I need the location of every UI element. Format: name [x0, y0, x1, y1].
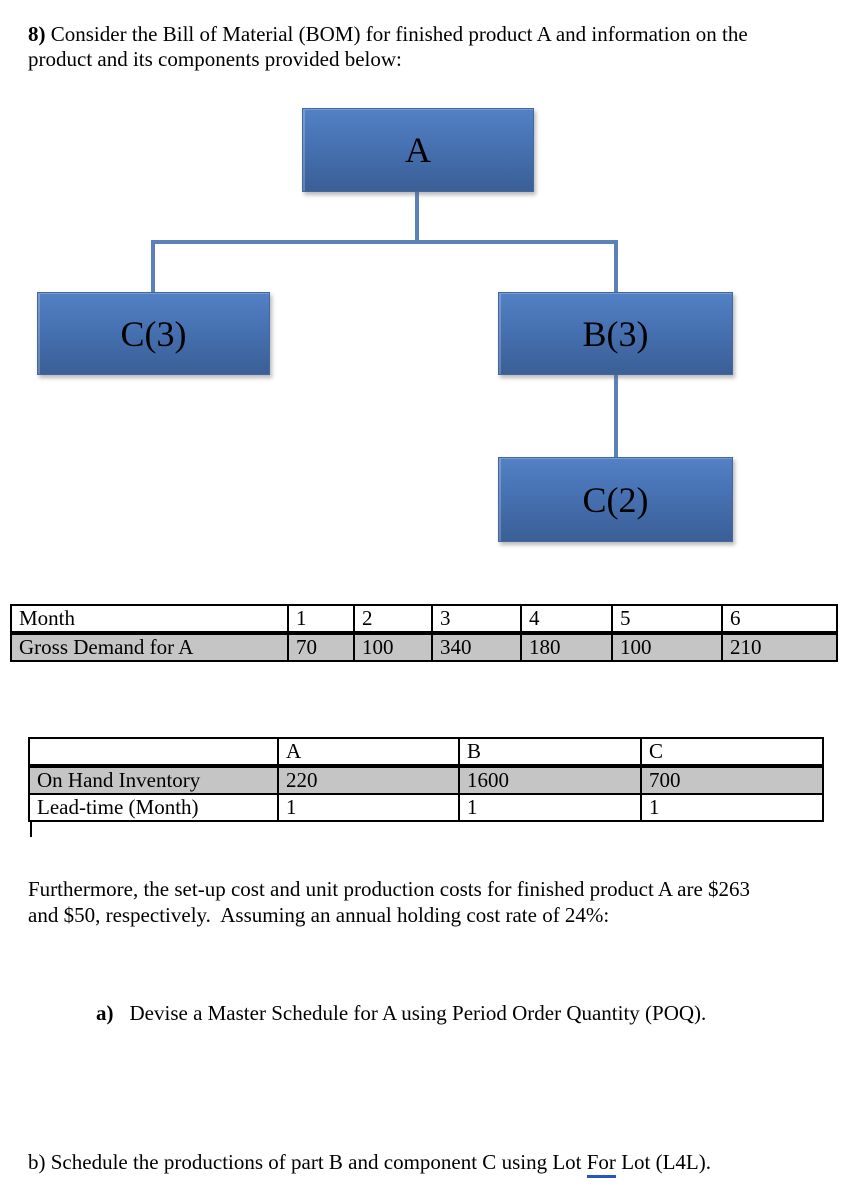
component-table: A B C On Hand Inventory 220 1600 700 Lea… [28, 737, 824, 822]
costs-paragraph-line2: and $50, respectively. Assuming an annua… [28, 903, 610, 927]
component-value-cell: 220 [277, 765, 460, 795]
question-b-grammar-underlined-word: For [586, 1150, 616, 1178]
demand-header-cell: 1 [287, 604, 355, 635]
demand-table-data-row: Gross Demand for A 70 100 340 180 100 21… [10, 632, 838, 662]
demand-header-cell: 3 [431, 604, 522, 635]
connector-b3-drop [614, 240, 618, 292]
component-row-label-cell: On Hand Inventory [28, 765, 279, 795]
component-value-cell: 1 [458, 793, 642, 822]
component-header-cell: B [458, 737, 642, 768]
demand-value-cell: 100 [611, 632, 723, 662]
demand-table-header-row: Month 1 2 3 4 5 6 [10, 604, 838, 635]
demand-value-cell: 210 [721, 632, 838, 662]
text-cursor-artifact [30, 821, 32, 837]
component-value-cell: 700 [640, 765, 824, 795]
demand-value-cell: 70 [287, 632, 355, 662]
bom-node-b3: B(3) [498, 292, 733, 375]
bom-node-b3-label: B(3) [582, 313, 649, 354]
component-table-header-row: A B C [28, 737, 824, 768]
costs-paragraph: Furthermore, the set-up cost and unit pr… [28, 876, 750, 928]
question-b-suffix: Lot (L4L). [615, 1150, 711, 1174]
bom-node-a-label: A [405, 130, 431, 170]
connector-horizontal [151, 240, 618, 244]
bom-node-c3-label: C(3) [120, 313, 187, 354]
component-header-cell: C [640, 737, 824, 768]
demand-value-cell: 100 [353, 632, 433, 662]
component-table-row-inventory: On Hand Inventory 220 1600 700 [28, 765, 824, 795]
costs-paragraph-line1: Furthermore, the set-up cost and unit pr… [28, 877, 751, 901]
component-value-cell: 1 [640, 793, 824, 822]
question-b: b) Schedule the productions of part B an… [28, 1150, 711, 1178]
demand-header-cell: 4 [520, 604, 613, 635]
question-heading-line1: 8) Consider the Bill of Material (BOM) f… [28, 22, 748, 47]
connector-a-down [415, 190, 419, 244]
bom-node-c2: C(2) [498, 457, 733, 542]
bom-node-a: A [302, 108, 534, 192]
question-heading-line2: product and its components provided belo… [28, 47, 402, 71]
demand-header-cell: Month [10, 604, 289, 635]
component-row-label-cell: Lead-time (Month) [28, 793, 279, 822]
question-a: a) Devise a Master Schedule for A using P… [96, 1001, 706, 1026]
demand-header-cell: 5 [611, 604, 723, 635]
demand-header-cell: 6 [721, 604, 838, 635]
demand-row-label-cell: Gross Demand for A [10, 632, 289, 662]
connector-c3-drop [151, 240, 155, 292]
component-value-cell: 1 [277, 793, 460, 822]
demand-header-cell: 2 [353, 604, 433, 635]
component-header-cell: A [277, 737, 460, 768]
demand-value-cell: 180 [520, 632, 613, 662]
question-a-text: Devise a Master Schedule for A using Per… [129, 1001, 707, 1025]
question-heading-text: Consider the Bill of Material (BOM) for … [45, 22, 748, 46]
component-table-row-leadtime: Lead-time (Month) 1 1 1 [28, 793, 824, 822]
demand-value-cell: 340 [431, 632, 522, 662]
connector-b3-to-c2 [614, 373, 618, 457]
question-a-label: a) [96, 1001, 114, 1025]
component-value-cell: 1600 [458, 765, 642, 795]
question-number: 8) [28, 22, 46, 46]
demand-table: Month 1 2 3 4 5 6 Gross Demand for A 70 … [10, 604, 838, 662]
component-header-cell [28, 737, 279, 768]
bom-node-c3: C(3) [37, 292, 270, 375]
question-b-prefix: b) Schedule the productions of part B an… [28, 1150, 587, 1174]
bom-node-c2-label: C(2) [582, 479, 649, 520]
